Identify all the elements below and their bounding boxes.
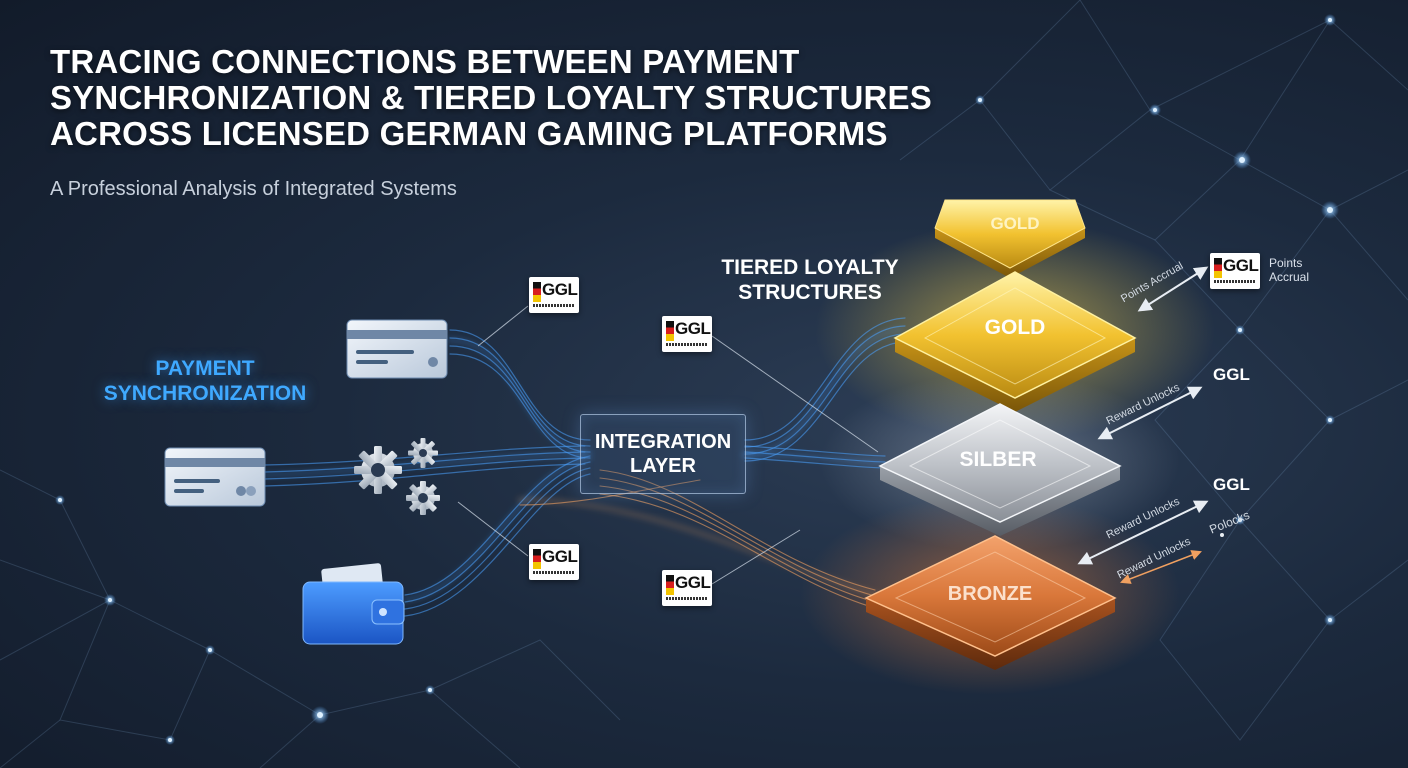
german-flag-icon (1214, 258, 1222, 278)
bullet-dot (1220, 533, 1224, 537)
badge-microtext (666, 597, 708, 600)
tier-bronze-label: BRONZE (948, 583, 1032, 605)
payment-label-line-1: PAYMENT (155, 357, 255, 380)
tier-gold (893, 271, 1137, 412)
ggl-badge-text: GGL (1223, 256, 1259, 275)
badge-microtext (1214, 280, 1256, 283)
badge-microtext (533, 304, 575, 307)
tier-silber-label: SILBER (959, 448, 1036, 471)
payment-label-line-2: SYNCHRONIZATION (103, 382, 307, 405)
badge-connectors (457, 305, 879, 585)
ggl-badge-text: GGL (542, 280, 578, 299)
network-nodes (55, 14, 1339, 745)
ggl-badge: GGL (662, 570, 712, 606)
german-flag-icon (666, 321, 674, 341)
title-line-3: ACROSS LICENSED GERMAN GAMING PLATFORMS (50, 115, 888, 152)
wallet-icon (302, 563, 405, 645)
gear-icon (354, 438, 440, 515)
reward-unlocks-arrow-3 (1120, 550, 1202, 584)
reward-unlocks-arrow-2 (1077, 500, 1209, 565)
ggl-badge: GGL (662, 316, 712, 352)
german-flag-icon (533, 282, 541, 302)
flow-streams-blue (262, 317, 906, 617)
ggl-badge: GGL (529, 277, 579, 313)
ggl-badge-text: GGL (675, 573, 711, 592)
credit-card-icon (346, 319, 448, 379)
annotation-arrows (1077, 266, 1209, 584)
ggl-label: GGL (1213, 475, 1250, 494)
badge-microtext (533, 571, 575, 574)
points-accrual-side-label: Points Accrual (1269, 256, 1309, 284)
reward-unlocks-arrow-1 (1097, 386, 1203, 440)
german-flag-icon (666, 575, 674, 595)
page-title: TRACING CONNECTIONS BETWEEN PAYMENT SYNC… (50, 44, 932, 152)
tier-bronze (864, 535, 1117, 670)
credit-card-icon (164, 447, 266, 507)
points-side-line-1: Points (1269, 256, 1303, 270)
points-side-line-2: Accrual (1269, 270, 1310, 284)
loyalty-label-line-2: STRUCTURES (738, 281, 882, 304)
tier-gold-top (934, 199, 1086, 278)
ggl-badge: GGL (1210, 253, 1260, 289)
loyalty-label-line-1: TIERED LOYALTY (721, 256, 899, 279)
ggl-badge-text: GGL (542, 547, 578, 566)
german-flag-icon (533, 549, 541, 569)
integration-line-2: LAYER (630, 455, 696, 477)
points-accrual-arrow (1137, 266, 1209, 312)
tier-silber (878, 403, 1122, 536)
tier-gold-top-label: GOLD (990, 214, 1039, 233)
ggl-label: GGL (1213, 365, 1250, 384)
title-line-1: TRACING CONNECTIONS BETWEEN PAYMENT (50, 43, 800, 80)
payment-synchronization-label: PAYMENT SYNCHRONIZATION (70, 356, 340, 406)
tiered-loyalty-label: TIERED LOYALTY STRUCTURES (690, 255, 930, 305)
title-line-2: SYNCHRONIZATION & TIERED LOYALTY STRUCTU… (50, 79, 932, 116)
badge-microtext (666, 343, 708, 346)
ggl-badge-text: GGL (675, 319, 711, 338)
tier-gold-label: GOLD (985, 316, 1046, 339)
integration-layer-box: INTEGRATION LAYER (580, 414, 746, 494)
ggl-badge: GGL (529, 544, 579, 580)
integration-line-1: INTEGRATION (594, 431, 732, 453)
subtitle: A Professional Analysis of Integrated Sy… (50, 178, 457, 200)
